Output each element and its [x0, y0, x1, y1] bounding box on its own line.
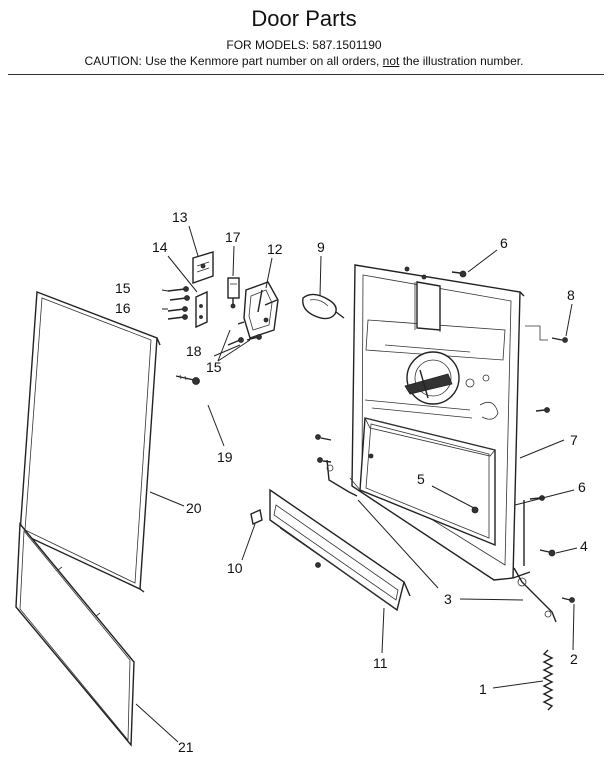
callout-14: 14	[152, 239, 168, 255]
callout-15-upper: 15	[115, 280, 131, 296]
hinge-arms-drawing	[326, 459, 557, 623]
caution-suffix: the illustration number.	[399, 54, 524, 68]
callout-6-top: 6	[500, 235, 508, 251]
callout-5: 5	[417, 471, 425, 487]
callout-18: 18	[186, 343, 202, 359]
callout-9: 9	[317, 239, 325, 255]
callout-6-lower: 6	[578, 479, 586, 495]
callout-11: 11	[373, 655, 388, 671]
callout-8: 8	[567, 287, 575, 303]
callout-1: 1	[479, 681, 487, 697]
callout-21: 21	[178, 739, 194, 755]
vent-drawing	[302, 293, 345, 320]
access-panel-drawing	[15, 522, 135, 747]
hinge-screw-drawing	[175, 374, 200, 385]
callout-leaders	[135, 225, 578, 743]
callout-10: 10	[227, 560, 243, 576]
callout-16: 16	[115, 300, 131, 316]
callout-4: 4	[580, 538, 588, 554]
callout-15-lower: 15	[206, 359, 222, 375]
strike-bracket-drawing	[195, 290, 208, 329]
callout-12: 12	[267, 241, 283, 257]
latch-screws-drawing	[227, 334, 262, 346]
caution-line: CAUTION: Use the Kenmore part number on …	[0, 54, 608, 68]
small-fasteners-drawing	[315, 270, 575, 603]
door-spring-drawing	[542, 649, 554, 711]
door-switch-drawing	[227, 277, 240, 309]
dispenser-drawing	[349, 417, 496, 547]
callout-19: 19	[217, 449, 233, 465]
models-line: FOR MODELS: 587.1501190	[226, 38, 382, 52]
screws-drawing	[167, 286, 190, 320]
callout-3: 3	[444, 591, 452, 607]
page-title: Door Parts	[251, 6, 357, 31]
clip-drawing	[250, 509, 263, 525]
header-divider	[8, 74, 604, 75]
callout-labels: 1 2 3 4 5 6 6 7 8 9 10 11 12 13 14 15 15…	[115, 209, 588, 755]
callout-13: 13	[172, 209, 188, 225]
control-console-drawing	[269, 488, 411, 612]
outer-door-panel-drawing	[19, 291, 161, 593]
callout-17: 17	[225, 229, 241, 245]
callout-20: 20	[186, 500, 202, 516]
latch-assembly-drawing	[237, 281, 279, 339]
caution-prefix: CAUTION: Use the Kenmore part number on …	[84, 54, 383, 68]
callout-2: 2	[570, 651, 578, 667]
latch-drawing	[192, 251, 214, 284]
caution-emphasis: not	[382, 54, 400, 68]
callout-7: 7	[570, 432, 578, 448]
